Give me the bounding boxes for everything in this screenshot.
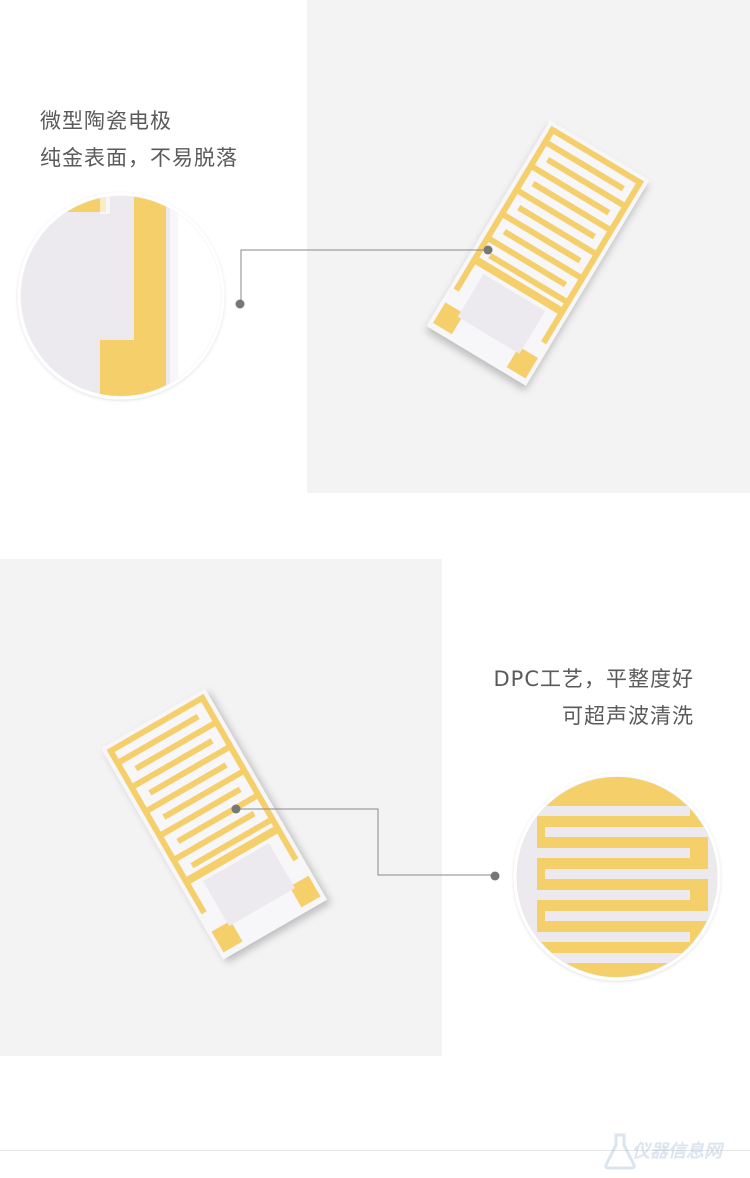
flask-icon: [604, 1133, 636, 1170]
callout-bottom: [231, 804, 500, 881]
magnifier-bottom: [513, 773, 721, 981]
watermark-logo: 仪器信息网: [604, 1131, 744, 1171]
caption-line: DPC工艺，平整度好: [493, 667, 694, 691]
magnifier-top: [17, 192, 225, 400]
caption-line: 纯金表面，不易脱落: [40, 146, 238, 170]
caption-line: 微型陶瓷电极: [40, 109, 172, 133]
callout-dot: [235, 299, 245, 309]
electrode-chip-top: [426, 120, 650, 386]
electrode-chip-bottom: [101, 688, 327, 960]
caption-line: 可超声波清洗: [562, 704, 694, 728]
footer-divider: [0, 1150, 750, 1151]
feature-caption-top: 微型陶瓷电极 纯金表面，不易脱落: [40, 103, 238, 177]
callout-dot: [483, 245, 493, 255]
callout-dot: [490, 871, 500, 881]
watermark-text: 仪器信息网: [632, 1141, 722, 1162]
callout-top: [235, 245, 493, 309]
callout-dot: [231, 804, 241, 814]
feature-caption-bottom: DPC工艺，平整度好 可超声波清洗: [494, 661, 695, 735]
